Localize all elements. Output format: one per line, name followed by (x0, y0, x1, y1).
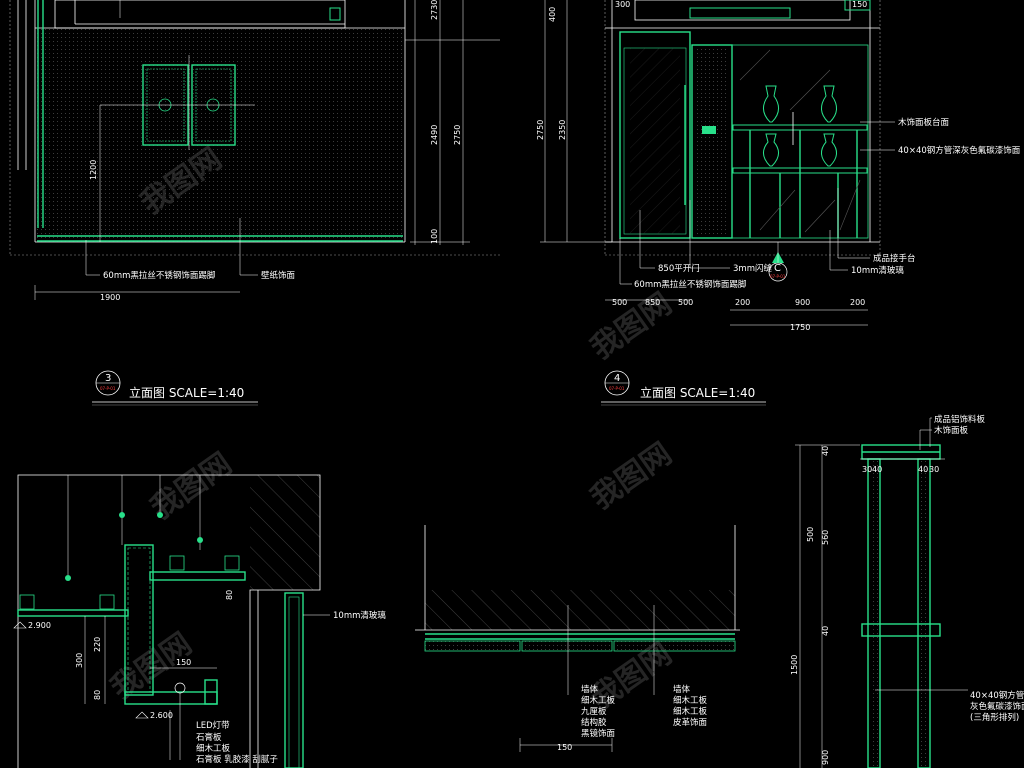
watermark-2: 我图网 (585, 286, 679, 366)
marker-3-sub: 07-P-01 (100, 386, 116, 391)
dim-c-40a: 40 (821, 446, 830, 456)
label-door: 850平开门 (658, 263, 700, 274)
label-c-top1: 成品铝饰料板 (934, 414, 986, 425)
label-skirting-4: 60mm黑拉丝不锈钢饰面踢脚 (634, 279, 746, 290)
label-glass: 10mm清玻璃 (851, 265, 904, 276)
section-c-letter: C (774, 263, 781, 274)
dim-100: 100 (430, 229, 439, 244)
label-c-side1: 40×40钢方管深 (970, 690, 1024, 701)
dim-window: 1200 (89, 160, 98, 180)
dim-c-h1: 30 (862, 465, 872, 474)
section-c-sub: 07-P-01 (770, 274, 786, 279)
label-b-r2: 细木工板 (673, 695, 708, 706)
label-gap: 3mm闪缝 (733, 263, 772, 274)
label-skirting: 60mm黑拉丝不锈钢饰面踢脚 (103, 270, 215, 281)
dim-150a: 150 (176, 658, 191, 667)
section-c-marker: C 07-P-01 (768, 242, 788, 282)
vase-1 (763, 85, 779, 123)
dim-c-h4: 30 (929, 465, 939, 474)
dim-top: 2730 (430, 0, 439, 20)
label-b-r3: 细木工板 (673, 706, 708, 717)
label-b-l5: 黑镜饰面 (581, 728, 616, 739)
label-c-side3: (三角形排列) (970, 712, 1019, 723)
dim-total: 1750 (790, 323, 810, 332)
label-c-side2: 灰色氟碳漆饰面 (970, 701, 1024, 712)
dim-c-h2: 40 (872, 465, 882, 474)
vase-3 (763, 133, 779, 167)
label-blockboard: 细木工板 (196, 743, 231, 754)
vase-2 (821, 85, 837, 123)
elevation-3: 1200 2730 2490 2750 100 60mm黑拉丝不锈钢饰面踢脚 壁… (9, 0, 500, 406)
label-led: LED灯带 (196, 720, 230, 731)
marker-4-sub: 07-P-01 (609, 386, 625, 391)
dim-c-h3: 40 (918, 465, 928, 474)
elevation-4: 400 2750 2350 300 150 木饰面板台面 40×40钢方管深灰色… (536, 0, 1021, 406)
dim-bottom: 1900 (100, 293, 120, 302)
dim-80b: 80 (225, 590, 234, 600)
dim-b-900: 900 (795, 298, 810, 307)
dim-2750b: 2750 (536, 120, 545, 140)
marker-4-number: 4 (614, 373, 620, 384)
dim-c-1500: 1500 (790, 655, 799, 675)
dim-b-200: 200 (735, 298, 750, 307)
label-b-l4: 结构胶 (581, 717, 607, 728)
detail-wall-section: 150 墙体 细木工板 九厘板 结构胶 黑镜饰面 墙体 细木工板 细木工板 皮革… (415, 525, 740, 752)
label-c-top2: 木饰面板 (934, 425, 969, 436)
dim-c-900: 900 (821, 750, 830, 765)
dim-b-500b: 500 (678, 298, 693, 307)
title-elev-4: 立面图 SCALE=1:40 (640, 385, 755, 400)
dim-2750: 2750 (453, 125, 462, 145)
window-frame (100, 55, 255, 150)
title-elev-3: 立面图 SCALE=1:40 (129, 385, 244, 400)
watermark-4: 我图网 (585, 436, 679, 516)
dim-220: 220 (93, 637, 102, 652)
dim-c-500: 500 (806, 527, 815, 542)
label-b-l3: 九厘板 (581, 706, 607, 717)
dim-80a: 80 (93, 690, 102, 700)
wallpaper-area (35, 28, 405, 242)
label-steel-tube: 40×40钢方管深灰色氟碳漆饰面 (898, 145, 1021, 156)
dim-300: 300 (75, 653, 84, 668)
dim-b-500: 500 (612, 298, 627, 307)
vase-4 (821, 133, 837, 167)
level-2600: 2.600 (150, 711, 173, 720)
dim-top-150: 150 (852, 0, 867, 9)
label-wood-top: 木饰面板台面 (898, 117, 950, 128)
label-wallpaper: 壁纸饰面 (261, 270, 296, 281)
label-glass-detail: 10mm清玻璃 (333, 610, 386, 621)
label-handle: 成品接手台 (873, 253, 916, 264)
label-b-r4: 皮革饰面 (673, 717, 708, 728)
marker-3-number: 3 (105, 373, 111, 384)
detail-ceiling: 10mm清玻璃 2.900 2.600 300 220 80 80 (13, 474, 386, 768)
dim-2350: 2350 (558, 120, 567, 140)
dim-c-560: 560 (821, 530, 830, 545)
label-gypsum: 石膏板 (196, 732, 222, 743)
dim-2490: 2490 (430, 125, 439, 145)
level-2900: 2.900 (28, 621, 51, 630)
dim-b-850: 850 (645, 298, 660, 307)
dim-c-40b: 40 (821, 626, 830, 636)
label-b-l2: 细木工板 (581, 695, 616, 706)
dim-150b: 150 (557, 743, 572, 752)
label-gypsum-paint: 石膏板 乳胶漆 刮腻子 (196, 754, 278, 765)
dim-top-300: 300 (615, 0, 630, 9)
dim-b-200b: 200 (850, 298, 865, 307)
dim-400: 400 (548, 7, 557, 22)
detail-steel-tube: 30 40 40 30 40 500 560 40 1500 900 成品铝饰料… (790, 414, 1024, 768)
label-b-r1: 墙体 (673, 684, 691, 695)
label-b-l1: 墙体 (581, 684, 599, 695)
